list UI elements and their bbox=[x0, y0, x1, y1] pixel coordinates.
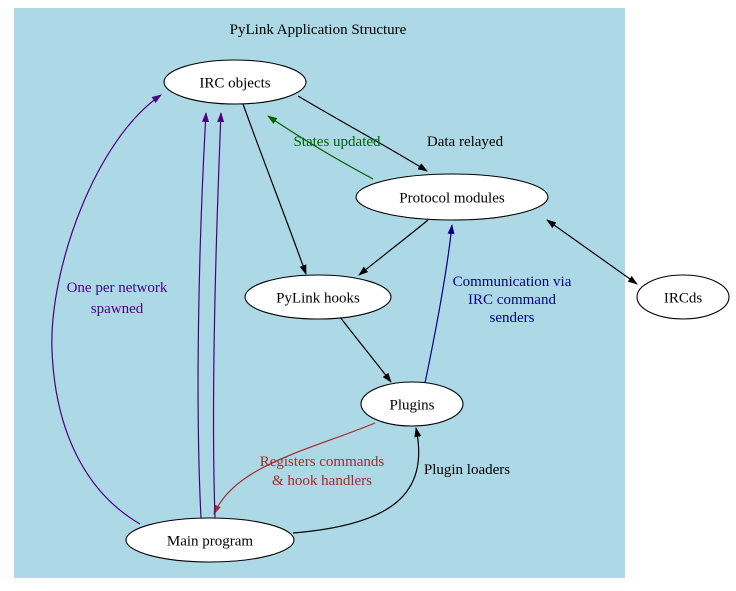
node-ircds-shape bbox=[636, 274, 730, 320]
diagram-title: PyLink Application Structure bbox=[230, 22, 407, 38]
edge-label-plugin-loaders: Plugin loaders bbox=[424, 462, 510, 478]
edge-label-communication-line1: Communication via bbox=[453, 274, 572, 290]
node-plugins: Plugins bbox=[360, 381, 464, 427]
edge-irc-to-protocol bbox=[297, 95, 428, 172]
edge-label-states-updated: States updated bbox=[293, 134, 381, 150]
node-protocol-modules-shape bbox=[355, 173, 549, 221]
edge-label-one-per-network-line2: spawned bbox=[91, 301, 144, 317]
edge-label-one-per-network-line1: One per network bbox=[67, 280, 168, 296]
edge-label-registers-line2: & hook handlers bbox=[272, 473, 372, 489]
edge-plugins-to-protocol bbox=[424, 224, 455, 384]
edge-hooks-to-plugins bbox=[339, 316, 392, 383]
node-main-program: Main program bbox=[125, 517, 295, 563]
node-irc-objects-shape bbox=[163, 59, 307, 105]
node-irc-objects: IRC objects bbox=[163, 59, 307, 105]
edge-label-communication-line3: senders bbox=[490, 310, 535, 326]
node-main-program-shape bbox=[125, 517, 295, 563]
node-protocol-modules: Protocol modules bbox=[355, 173, 549, 221]
node-plugins-label: Plugins bbox=[389, 397, 434, 413]
edge-main-to-plugins bbox=[292, 427, 422, 534]
edge-protocol-to-hooks bbox=[358, 219, 429, 276]
edge-main-to-irc-inner1 bbox=[197, 112, 209, 519]
node-protocol-modules-label: Protocol modules bbox=[399, 190, 505, 206]
edge-label-data-relayed: Data relayed bbox=[427, 134, 504, 150]
edge-protocol-ircds bbox=[546, 219, 638, 285]
edge-main-to-irc-outer bbox=[51, 94, 162, 525]
edge-label-registers: Registers commands & hook handlers bbox=[260, 454, 385, 489]
edge-label-registers-line1: Registers commands bbox=[260, 454, 385, 470]
edge-label-communication-line2: IRC command bbox=[468, 292, 556, 308]
node-plugins-shape bbox=[360, 381, 464, 427]
node-pylink-hooks: PyLink hooks bbox=[244, 274, 392, 320]
node-ircds-label: IRCds bbox=[664, 290, 703, 306]
edge-label-communication: Communication via IRC command senders bbox=[453, 274, 572, 326]
edge-protocol-to-irc bbox=[267, 115, 374, 180]
node-pylink-hooks-shape bbox=[244, 274, 392, 320]
node-main-program-label: Main program bbox=[167, 533, 254, 549]
node-ircds: IRCds bbox=[636, 274, 730, 320]
edge-plugins-to-main bbox=[213, 422, 376, 515]
edge-label-one-per-network: One per network spawned bbox=[67, 280, 168, 317]
edge-irc-to-hooks bbox=[242, 103, 307, 275]
edge-main-to-irc-inner2 bbox=[212, 112, 225, 519]
node-pylink-hooks-label: PyLink hooks bbox=[276, 290, 360, 306]
node-irc-objects-label: IRC objects bbox=[199, 75, 270, 91]
